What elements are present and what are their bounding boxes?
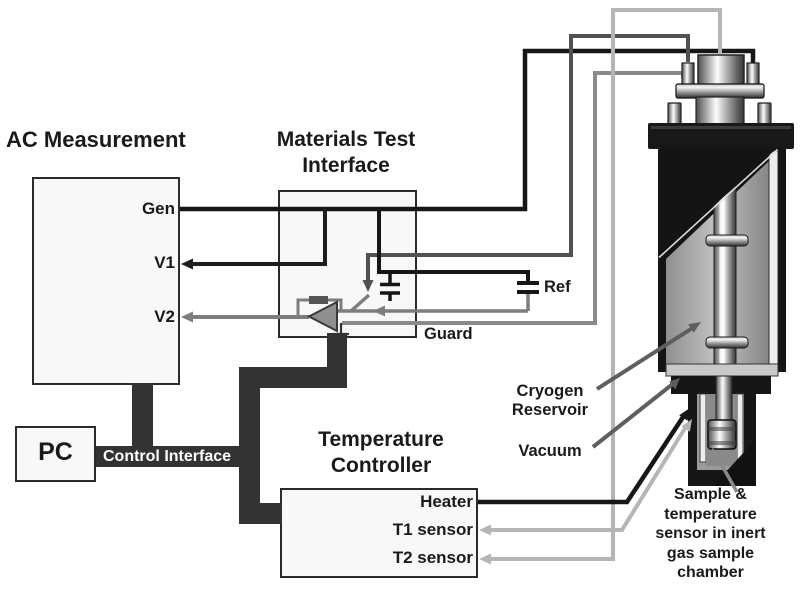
opamp [306, 300, 338, 333]
sample-chamber-label: Sample & temperature sensor in inert gas… [655, 486, 766, 581]
v2-port-label: V2 [154, 307, 175, 326]
t2-port-label: T2 sensor [392, 548, 473, 567]
temp-title-line1: Temperature [318, 428, 444, 451]
temperature-controller-title: Temperature Controller [281, 427, 481, 479]
mti-title-line1: Materials Test [276, 128, 416, 151]
t1-arrowhead-left [479, 524, 491, 536]
top-cap [697, 54, 745, 87]
ac-measurement-title: AC Measurement [6, 127, 186, 152]
v2-arrowhead [181, 311, 193, 323]
reservoir-floor [665, 363, 779, 377]
gen-wire [180, 48, 756, 212]
heater-wire [478, 412, 687, 505]
ground-symbol [333, 323, 349, 342]
cryogen-reservoir-label: Cryogen Reservoir [511, 382, 589, 419]
sample-pointer-arrowhead [712, 448, 723, 461]
feedback-wire [296, 298, 343, 318]
ref-label: Ref [544, 278, 571, 296]
guard-label: Guard [424, 325, 473, 343]
control-interface-label: Control Interface [103, 448, 232, 465]
t1-port-label: T1 sensor [392, 520, 473, 539]
switch-blade [349, 293, 371, 313]
gen-port-label: Gen [141, 199, 175, 218]
dewar-lid [648, 123, 794, 149]
t1-arrowhead-right [681, 419, 692, 432]
v1-wire [190, 210, 327, 266]
v1-arrowhead [181, 258, 193, 270]
mti-title-line2: Interface [302, 154, 390, 177]
cutaway-shell [658, 148, 777, 257]
heater-port-label: Heater [420, 492, 473, 511]
pc-label: PC [38, 438, 73, 466]
cryogen-pointer-arrowhead [688, 322, 701, 333]
feedback-resistor [309, 296, 328, 304]
switch-arrowhead [362, 280, 374, 292]
t2-arrowhead [479, 553, 491, 565]
mti-internal-circuit [296, 210, 539, 342]
temperature-controller-box [280, 488, 478, 578]
cryostat-illustration [648, 54, 794, 486]
cap-flange [675, 83, 765, 99]
ref-capacitor [517, 281, 539, 294]
inner-vessel-wall [768, 150, 779, 365]
mti-title: Materials Test Interface [246, 127, 446, 179]
vacuum-pointer-arrowhead [669, 378, 680, 390]
vacuum-label: Vacuum [518, 442, 582, 460]
sample-high-wire [366, 34, 690, 282]
ac-measurement-box [32, 177, 180, 385]
t1-sensor-wire [489, 423, 689, 532]
control-interface-bus [96, 333, 347, 524]
sample-pointer [714, 454, 739, 493]
v1-port-label: V1 [154, 253, 175, 272]
t2-sensor-wire [489, 8, 722, 561]
pc-box [15, 426, 96, 482]
heater-arrowhead [679, 408, 690, 421]
cryogen-pointer [595, 325, 696, 391]
vacuum-pointer [591, 381, 676, 449]
temp-title-line2: Controller [330, 454, 432, 477]
